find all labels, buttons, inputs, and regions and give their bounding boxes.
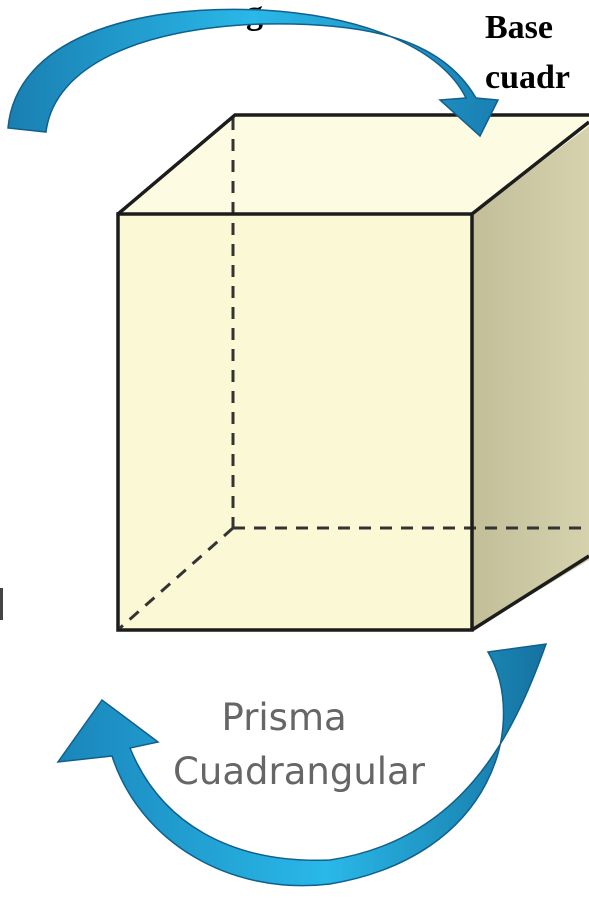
curved-arrow-bottom-icon [56, 643, 548, 887]
caption-line-1: Prisma [222, 696, 347, 739]
prism-side-face [472, 126, 589, 630]
left-edge-fragment [0, 588, 3, 620]
caption-line-2: Cuadrangular [173, 750, 426, 793]
base-label: Base cuadr [485, 9, 570, 96]
prism-top-face [118, 115, 589, 214]
prism-bottom-right-edge [471, 554, 589, 632]
base-label-line-2: cuadr [485, 59, 570, 96]
prism-top-right-edge [470, 120, 589, 216]
quadrangular-prism [116, 113, 589, 632]
prism-caption: Prisma Cuadrangular [173, 696, 426, 793]
prism-front-outline [116, 212, 474, 632]
prism-front-face [118, 214, 472, 630]
curved-arrow-top-icon [7, 8, 500, 138]
hidden-edge-diagonal [119, 526, 234, 630]
base-label-line-1: Base [485, 9, 553, 46]
